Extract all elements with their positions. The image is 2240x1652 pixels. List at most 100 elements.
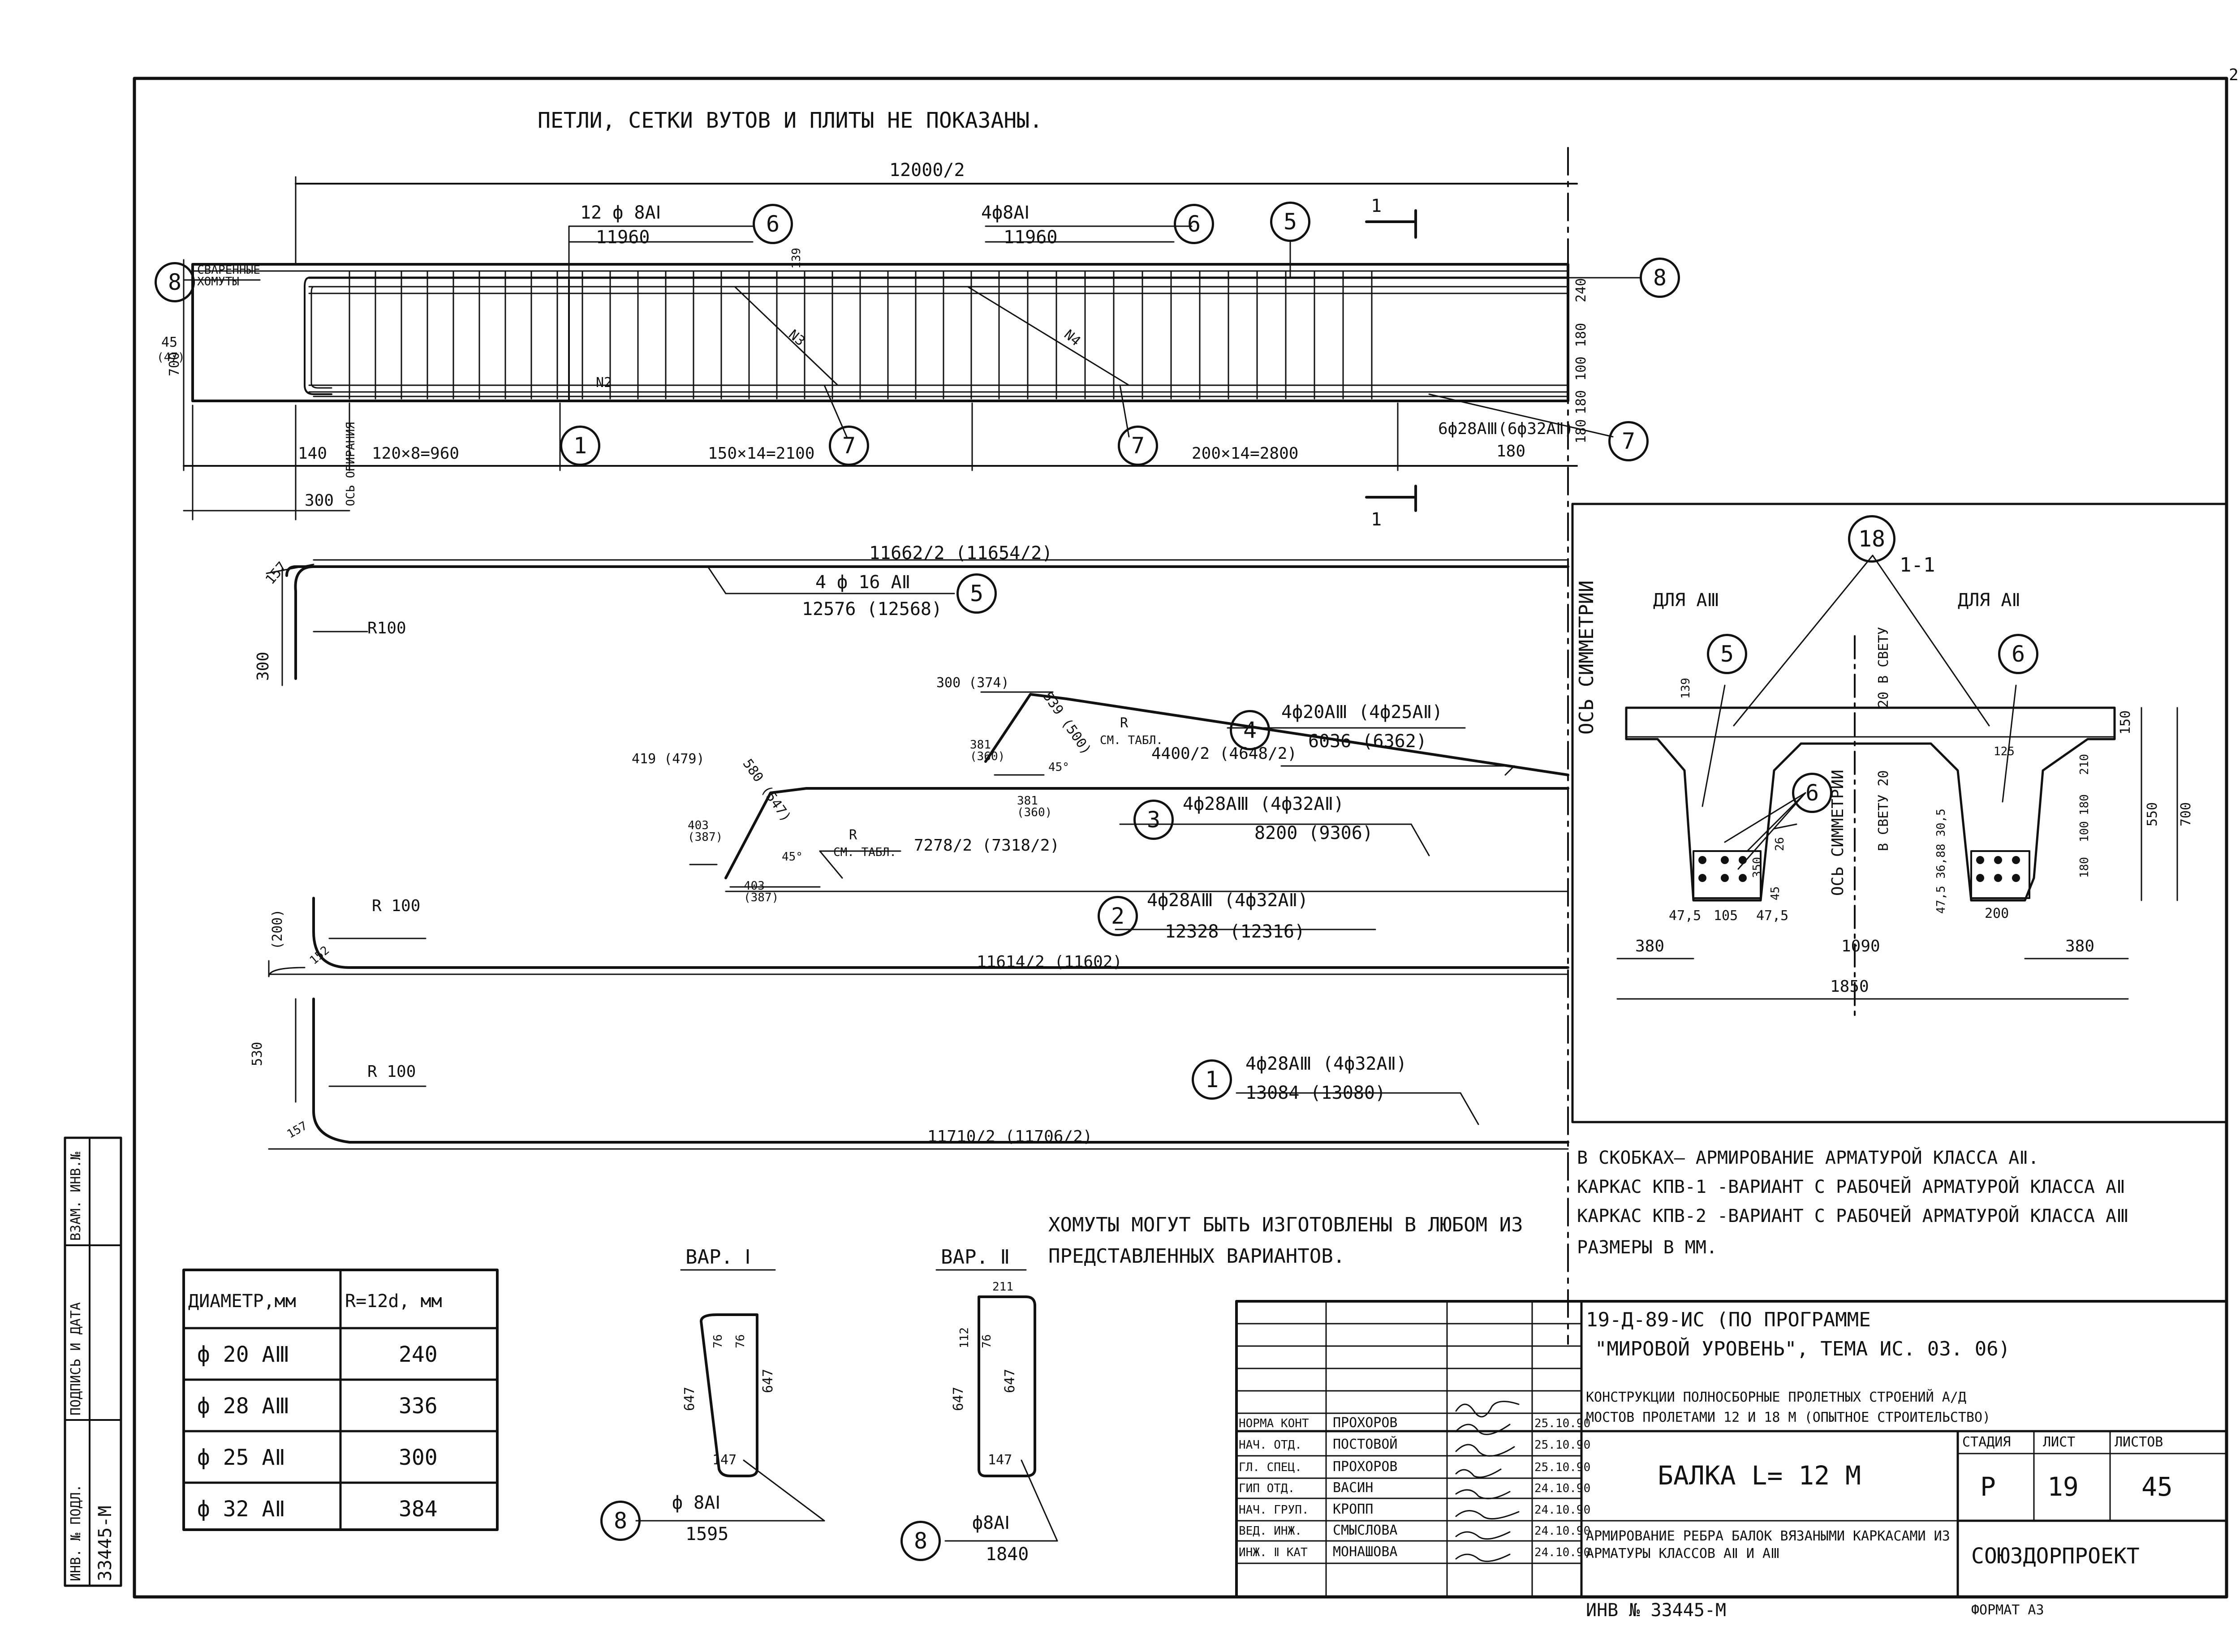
bar2-spec: 4ф28АⅢ (4ф32АⅡ) — [1147, 890, 1309, 911]
bar5-spec: 4 ф 16 АⅡ — [815, 572, 911, 593]
tb-sheet-label: ЛИСТ — [2043, 1434, 2076, 1450]
sec-v45: 45 — [1769, 886, 1782, 900]
bar2-dim: 11614/2 (11602) — [977, 953, 1123, 971]
person-6-name: СМЫСЛОВА — [1333, 1523, 1398, 1538]
remark-3: КАРКАС КПВ-2 -ВАРИАНТ С РАБОЧЕЙ АРМАТУРО… — [1577, 1206, 2129, 1226]
sec-h139: 139 — [1679, 678, 1693, 699]
dim-140: 140 — [298, 444, 327, 463]
mark-6-b: 6 — [1174, 204, 1214, 244]
dim-300: 300 — [305, 491, 334, 510]
tb-stage-label: СТАДИЯ — [1962, 1434, 2011, 1450]
dim-139: 139 — [790, 248, 803, 269]
side-sign: ПОДПИСЬ И ДАТА — [68, 1302, 84, 1415]
mark-1: 1 — [560, 426, 600, 466]
tb-code2: "МИРОВОЙ УРОВЕНЬ", ТЕМА ИС. 03. 06) — [1595, 1338, 2011, 1360]
bar4-c: 381 (360) — [970, 738, 1005, 763]
tb-format: ФОРМАТ А3 — [1971, 1602, 2044, 1618]
bar2-mark: 2 — [1098, 896, 1138, 936]
radius-row2-diam: ф 28 АⅢ — [197, 1394, 290, 1419]
note-stirrups: ХОМУТЫ МОГУТ БЫТЬ ИЗГОТОВЛЕНЫ В ЛЮБОМ ИЗ… — [1048, 1213, 1523, 1268]
var1-h647b: 647 — [760, 1368, 776, 1393]
label-welded-stirrups: СВАРЕННЫЕ ХОМУТЫ — [197, 263, 260, 288]
sec-v26: 26 — [1773, 837, 1787, 851]
mark-7-a: 7 — [829, 426, 869, 466]
sec-h150: 150 — [2118, 710, 2133, 735]
dim-span1: 120×8=960 — [372, 444, 460, 463]
dim-span2: 150×14=2100 — [708, 444, 815, 463]
sec-h210: 210 — [2078, 754, 2091, 775]
person-3-role: ГЛ. СПЕЦ. — [1239, 1461, 1302, 1474]
label-bars-top-mid: 4ф8АⅠ — [981, 202, 1030, 223]
label-bars-top-left: 12 ф 8АⅠ — [580, 202, 661, 223]
sec-h180: 180 — [2078, 794, 2091, 815]
bar3-r-note: СМ. ТАБЛ. — [833, 846, 896, 859]
radius-row1-diam: ф 20 АⅢ — [197, 1342, 290, 1367]
bar4-length: 6036 (6362) — [1308, 731, 1427, 752]
radius-row4-diam: ф 32 АⅡ — [197, 1497, 286, 1522]
sec-w47b: 47,5 — [1756, 908, 1789, 924]
bar5-length: 12576 (12568) — [802, 599, 943, 620]
person-1-role: НОРМА КОНТ — [1239, 1417, 1309, 1430]
label-n2: N2 — [596, 375, 612, 391]
dim-right-180b: 180 — [1573, 390, 1589, 414]
note-top: ПЕТЛИ, СЕТКИ ВУТОВ И ПЛИТЫ НЕ ПОКАЗАНЫ. — [538, 108, 1043, 133]
sec-h180b: 180 — [2078, 857, 2091, 878]
bar3-c: 403 (387) — [688, 819, 723, 844]
bar4-r-note: СМ. ТАБЛ. — [1100, 734, 1163, 747]
bar3-mark: 3 — [1133, 800, 1174, 840]
section-mark-5: 5 — [1707, 634, 1747, 674]
bar1-spec: 4ф28АⅢ (4ф32АⅡ) — [1245, 1054, 1407, 1074]
bar4-mark: 4 — [1230, 710, 1270, 750]
sec-h700: 700 — [2178, 802, 2194, 826]
person-1-date: 25.10.90 — [1534, 1417, 1591, 1430]
person-4-name: ВАСИН — [1333, 1480, 1374, 1496]
var1-length: 1595 — [685, 1524, 729, 1544]
person-3-date: 25.10.90 — [1534, 1461, 1591, 1474]
sec-w1090: 1090 — [1841, 937, 1880, 955]
bar4-a: 300 (374) — [936, 675, 1009, 691]
bar2-r: R 100 — [372, 897, 421, 915]
var1-w147: 147 — [712, 1452, 737, 1468]
tb-project: КОНСТРУКЦИИ ПОЛНОСБОРНЫЕ ПРОЛЕТНЫХ СТРОЕ… — [1586, 1390, 1966, 1405]
label-bars-top-left-len: 11960 — [596, 227, 650, 248]
dim-right-180: 180 — [1573, 323, 1589, 347]
sec-small: 47,5 36,88 30,5 — [1934, 809, 1948, 914]
person-6-date: 24.10.90 — [1534, 1524, 1591, 1538]
sec-h125: 125 — [1994, 745, 2015, 758]
bar1-dim: 11710/2 (11706/2) — [927, 1127, 1093, 1146]
person-5-role: НАЧ. ГРУП. — [1239, 1503, 1309, 1517]
side-inv-no: 33445-М — [95, 1506, 116, 1581]
bar2-h: (200) — [270, 909, 285, 950]
bar5-dim: 11662/2 (11654/2) — [869, 543, 1053, 564]
bar1-mark: 1 — [1192, 1059, 1232, 1100]
section-title: 1-1 — [1900, 554, 1935, 576]
var2-length: 1840 — [986, 1544, 1029, 1565]
person-5-date: 24.10.90 — [1534, 1503, 1591, 1517]
person-7-role: ИНЖ. Ⅱ КАТ — [1239, 1546, 1308, 1559]
stirrup-lines — [349, 270, 1373, 400]
bar2-length: 12328 (12316) — [1165, 921, 1305, 942]
bar4-d: 381 (360) — [1017, 794, 1052, 819]
bar3-r: R — [849, 827, 857, 843]
section-left-label: ДЛЯ АⅢ — [1653, 590, 1719, 611]
remark-4: РАЗМЕРЫ В ММ. — [1577, 1237, 1718, 1258]
bar5-r: R100 — [367, 619, 406, 637]
section-mark-bottom: 1 — [1371, 509, 1382, 530]
dim-total: 12000/2 — [889, 160, 965, 181]
dim-right-180c: 180 — [1573, 419, 1589, 443]
tb-sheet-title: БАЛКА L= 12 М — [1658, 1460, 1861, 1491]
side-vz: ВЗАМ. ИНВ.№ — [68, 1152, 84, 1241]
person-4-date: 24.10.90 — [1534, 1482, 1591, 1495]
sec-w105: 105 — [1714, 908, 1738, 924]
sec-clear-right: В СВЕТУ 20 — [1876, 770, 1891, 851]
tb-org: СОЮЗДОРПРОЕКТ — [1971, 1544, 2140, 1569]
radius-row1-r: 240 — [399, 1342, 438, 1367]
sec-w200: 200 — [1985, 906, 2009, 921]
person-1-name: ПРОХОРОВ — [1333, 1415, 1398, 1431]
bar5-h: 300 — [254, 651, 272, 681]
dim-180: 180 — [1496, 442, 1526, 460]
symmetry-axis-label: ОСЬ СИММЕТРИИ — [1575, 580, 1598, 735]
bar3-angle: 45° — [782, 850, 803, 864]
sec-w380b: 380 — [2065, 937, 2095, 955]
